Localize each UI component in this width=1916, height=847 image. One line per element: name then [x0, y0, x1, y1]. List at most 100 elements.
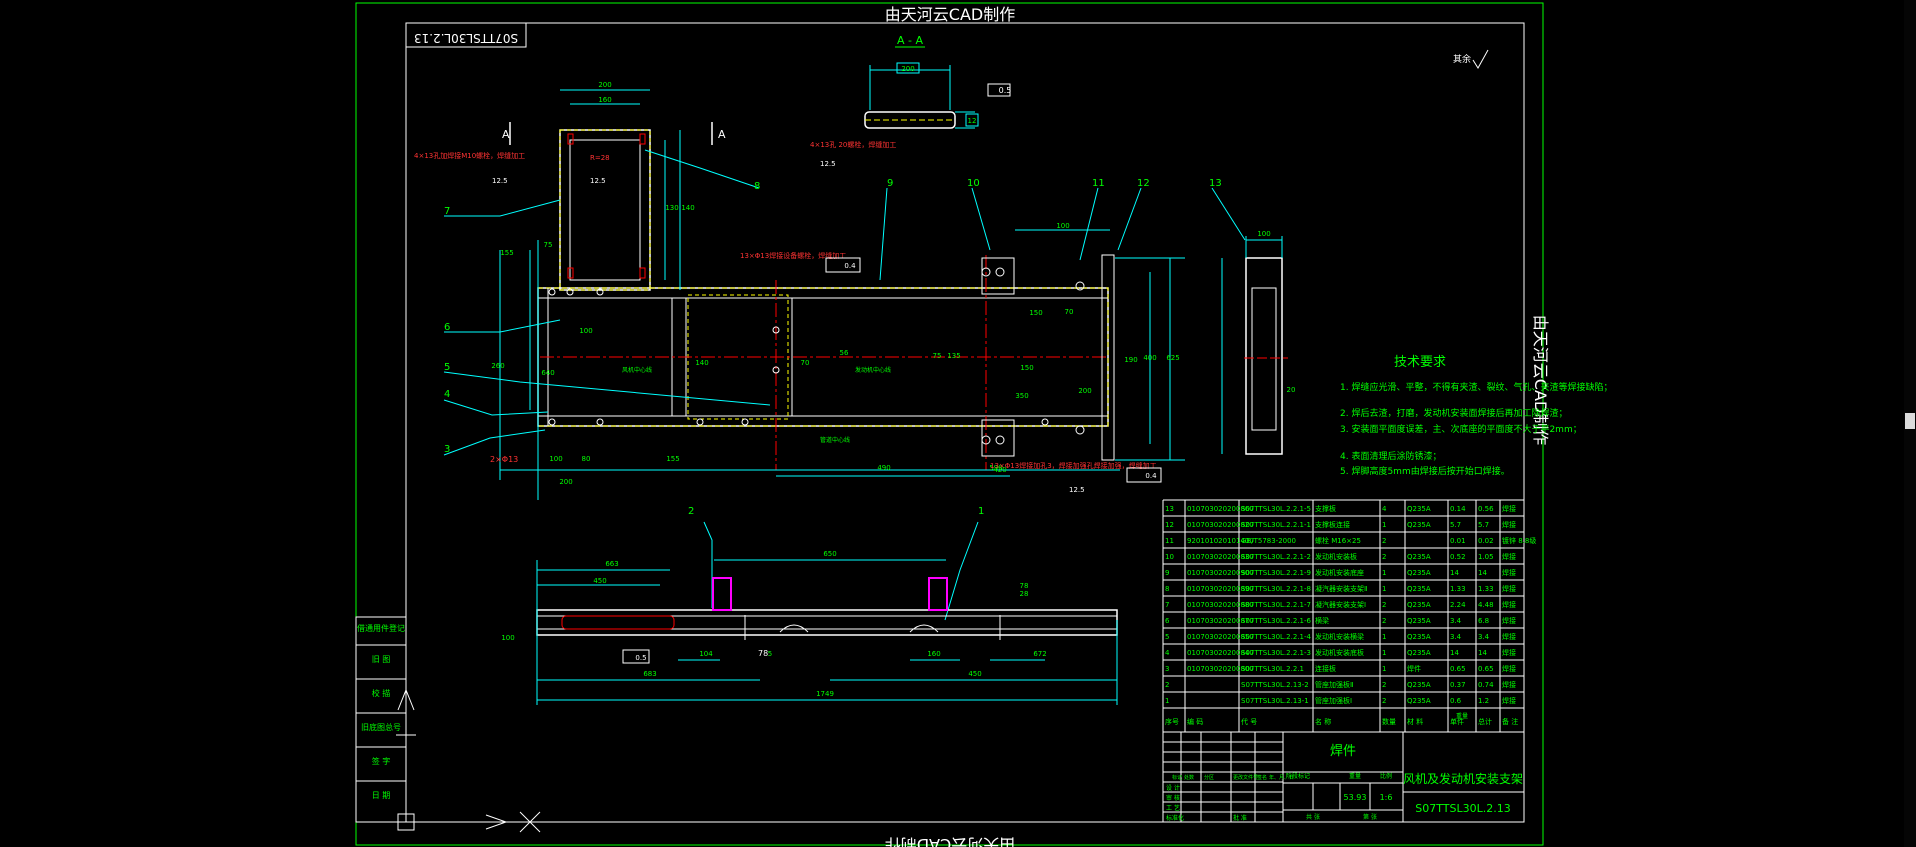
bom-cell-code: 010703020200820 — [1187, 521, 1254, 529]
dim-plan-22: 56 — [840, 349, 849, 357]
bom-cell-drawing: S07TTSL30L.2.2.1-9 — [1241, 569, 1311, 577]
dim-plan-8: 80 — [582, 455, 591, 463]
bom-cell-remark: 焊接 — [1502, 648, 1516, 657]
bom-cell-qty: 1 — [1382, 585, 1386, 593]
title-block-label-count: 处数 — [1184, 774, 1194, 781]
bom-cell-seq: 4 — [1165, 649, 1170, 657]
section-marker-left: A — [502, 128, 510, 141]
bom-cell-drawing: S07TTSL30L.2.2.1-5 — [1241, 505, 1311, 513]
bom-cell-unit: 14 — [1450, 649, 1459, 657]
dim-plan-5: 155 — [500, 249, 513, 257]
title-block-label-zone: 分区 — [1204, 774, 1214, 781]
hole-note: 2×Φ13 — [490, 455, 518, 464]
bom-header-cell: 单件 — [1450, 717, 1464, 726]
section-aa-dim-200: 200 — [901, 65, 914, 73]
bom-cell-total: 1.2 — [1478, 697, 1489, 705]
dim-elev-10: 450 — [968, 670, 981, 678]
drawing-number-box-text: S07TTSL30L.2.13 — [414, 31, 518, 45]
ucs-icon — [396, 688, 508, 831]
title-block-drawing-no: S07TTSL30L.2.13 — [1415, 802, 1510, 815]
bom-cell-unit: 5.7 — [1450, 521, 1461, 529]
bend-note: R=28 — [590, 154, 610, 162]
bom-cell-total: 14 — [1478, 569, 1487, 577]
sheet-inner-border — [405, 22, 1525, 823]
dim-plan-25: 150 — [1020, 364, 1033, 372]
title-block-weight: 53.93 — [1344, 793, 1367, 802]
bom-table-grid — [1162, 499, 1525, 733]
bom-cell-qty: 1 — [1382, 649, 1386, 657]
bom-cell-remark: 焊接 — [1502, 680, 1516, 689]
plan-upright-weld — [559, 129, 651, 291]
dim-elev-4: 100 — [501, 634, 514, 642]
bom-cell-seq: 1 — [1165, 697, 1169, 705]
plan-view — [499, 89, 1185, 500]
title-block-label-mark: 标记 — [1172, 774, 1182, 781]
bom-cell-drawing: S07TTSL30L.2.2.1 — [1241, 665, 1304, 673]
bom-header-cell: 备 注 — [1502, 717, 1518, 726]
bom-cell-code: 010703020200870 — [1187, 617, 1254, 625]
bom-cell-drawing: S07TTSL30L.2.13-1 — [1241, 697, 1309, 705]
elev-flatness-frame — [622, 649, 650, 664]
section-aa-flatness-value: 0.5 — [999, 86, 1012, 95]
dim-plan-26: 190 — [1124, 356, 1137, 364]
bom-cell-total: 3.4 — [1478, 633, 1490, 641]
tech-req-item-4: 4. 表面清理后涂防锈漆； — [1340, 450, 1441, 462]
scrollbar-thumb[interactable] — [1905, 413, 1915, 429]
callout-9: 9 — [887, 178, 893, 189]
dim-elev-1: 450 — [593, 577, 606, 585]
dim-plan-1: 160 — [598, 96, 611, 104]
bom-cell-remark: 镀锌 8.8级 — [1502, 536, 1536, 545]
bom-cell-material: 焊件 — [1407, 664, 1421, 673]
left-strip-6: 日 期 — [372, 791, 391, 800]
bom-header-cell: 名 称 — [1315, 717, 1331, 726]
bom-cell-total: 0.74 — [1478, 681, 1494, 689]
dim-plan-17: 590 — [989, 464, 1002, 472]
flatness-frame-2 — [1126, 467, 1162, 483]
callout-11: 11 — [1092, 178, 1105, 189]
bom-cell-drawing: S07TTSL30L.2.2.1-1 — [1241, 521, 1311, 529]
dim-plan-3: 130 — [665, 204, 678, 212]
bom-cell-material: Q235A — [1407, 585, 1431, 593]
bom-cell-drawing: S07TTSL30L.2.13-2 — [1241, 681, 1309, 689]
side-view — [1221, 236, 1288, 455]
bom-cell-seq: 2 — [1165, 681, 1169, 689]
weld-note-2: 4×13孔 20螺栓，焊缝加工 — [810, 140, 896, 149]
roughness-1: 12.5 — [492, 177, 508, 185]
title-block-person-standard: 标准化 — [1166, 814, 1184, 822]
bom-cell-unit: 0.6 — [1450, 697, 1462, 705]
vertical-scrollbar[interactable] — [1904, 0, 1916, 847]
left-strip-3: 校 描 — [372, 688, 391, 698]
watermark-bottom: 由天河云CAD制作 — [885, 835, 1015, 847]
bom-header-cell: 编 码 — [1187, 717, 1203, 726]
title-block-name: 风机及发动机安装支架 — [1403, 771, 1523, 786]
bom-cell-material: Q235A — [1407, 569, 1431, 577]
plan-upright-inner — [569, 139, 641, 281]
bom-cell-remark: 焊接 — [1502, 584, 1516, 593]
bom-cell-unit: 2.24 — [1450, 601, 1466, 609]
bom-cell-unit: 14 — [1450, 569, 1459, 577]
dim-elev-9: 683 — [643, 670, 656, 678]
bom-cell-qty: 2 — [1382, 617, 1386, 625]
callout-1: 1 — [978, 506, 984, 517]
callout-4: 4 — [444, 389, 450, 400]
bom-cell-remark: 焊接 — [1502, 568, 1516, 577]
bom-cell-code: 010703020200800 — [1187, 665, 1254, 673]
section-aa-label: A - A — [897, 34, 923, 47]
dim-elev-5: 78 — [1020, 582, 1029, 590]
dim-elev-14: 28 — [1020, 590, 1029, 598]
dim-plan-21: 70 — [801, 359, 810, 367]
dim-elev-8: 160 — [927, 650, 940, 658]
roughness-symbol-icon — [1472, 49, 1489, 69]
bom-cell-drawing: S07TTSL30L.2.2.1-7 — [1241, 601, 1311, 609]
dim-elev-6: 672 — [1033, 650, 1046, 658]
dim-elev-11: 1749 — [816, 690, 834, 698]
bom-cell-name: 凝汽器安装支架Ⅰ — [1315, 600, 1366, 609]
bom-header-cell: 总计 — [1478, 717, 1492, 726]
weld-note-3: 13×Φ13焊接设备螺栓，焊缝加工 — [740, 251, 846, 260]
title-block-person-review: 审 核 — [1166, 794, 1180, 802]
title-block-scale-label: 比例 — [1380, 772, 1392, 780]
bom-cell-name: 凝汽器安装支架Ⅱ — [1315, 584, 1367, 593]
